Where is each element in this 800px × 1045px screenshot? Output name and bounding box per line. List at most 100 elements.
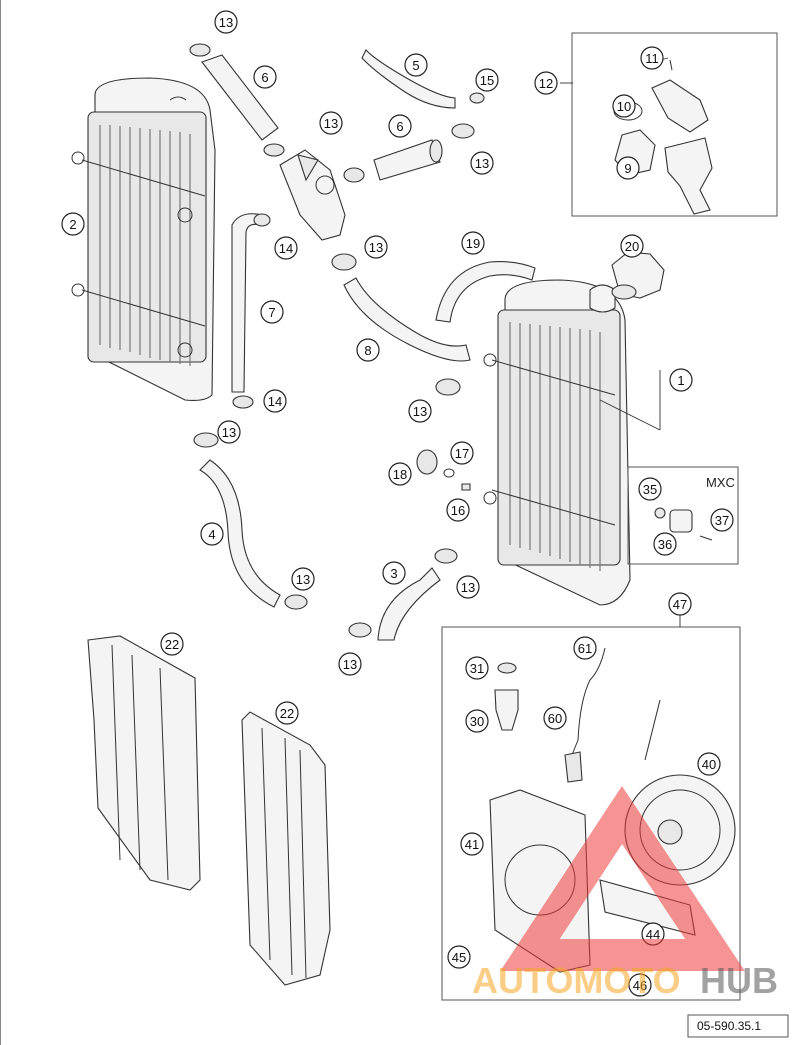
callout-7: 7 (260, 300, 284, 324)
callout-circle (291, 567, 315, 591)
callout-number: 11 (645, 51, 659, 66)
callout-circle (470, 151, 494, 175)
callout-13: 13 (319, 111, 343, 135)
callout-circle (653, 532, 677, 556)
callout-number: 6 (261, 70, 268, 85)
callout-circle (214, 10, 238, 34)
pump-housing (279, 149, 346, 241)
callout-circle (450, 441, 474, 465)
callout-circle (61, 212, 85, 236)
callout-circle (275, 701, 299, 725)
callout-circle (475, 68, 499, 92)
callout-number: 2 (69, 217, 76, 232)
callout-37: 37 (710, 508, 734, 532)
watermark-text-part2: HUB (700, 960, 778, 1001)
callout-circle (668, 592, 692, 616)
callout-number: 14 (279, 241, 293, 256)
callout-number: 12 (539, 76, 553, 91)
callout-13: 13 (470, 151, 494, 175)
callout-10: 10 (612, 94, 636, 118)
thermostat-kit-box (571, 32, 778, 217)
callout-number: 47 (673, 597, 687, 612)
callout-number: 13 (475, 156, 489, 171)
callout-number: 13 (219, 15, 233, 30)
callout-circle (638, 477, 662, 501)
callout-47: 47 (668, 592, 692, 616)
callout-8: 8 (356, 338, 380, 362)
callout-13: 13 (408, 399, 432, 423)
callout-number: 3 (390, 566, 397, 581)
callout-9: 9 (616, 156, 640, 180)
callout-circle (274, 236, 298, 260)
callout-number: 13 (222, 425, 236, 440)
callout-number: 13 (461, 580, 475, 595)
callout-circle (404, 53, 428, 77)
callout-number: 9 (624, 161, 631, 176)
callout-circle (461, 231, 485, 255)
radiator-left (71, 77, 216, 401)
callout-number: 16 (451, 503, 465, 518)
callout-number: 40 (702, 757, 716, 772)
callout-number: 6 (396, 119, 403, 134)
callout-circle (382, 561, 406, 585)
callout-12: 12 (534, 71, 558, 95)
callout-circle (534, 71, 558, 95)
callout-number: 17 (455, 446, 469, 461)
callout-13: 13 (291, 567, 315, 591)
callout-17: 17 (450, 441, 474, 465)
callout-1: 1 (669, 368, 693, 392)
callout-number: 18 (393, 467, 407, 482)
watermark: AUTOMOTO HUB (472, 785, 778, 1001)
callout-circle (616, 156, 640, 180)
callout-number: 41 (465, 837, 479, 852)
callout-number: 14 (268, 394, 282, 409)
callout-circle (388, 114, 412, 138)
callout-number: 19 (466, 236, 480, 251)
callout-number: 45 (452, 950, 466, 965)
callout-61: 61 (573, 636, 597, 660)
callout-circle (640, 46, 664, 70)
callout-60: 60 (543, 706, 567, 730)
callout-number: 44 (646, 927, 660, 942)
callout-circle (465, 709, 489, 733)
callout-2: 2 (61, 212, 85, 236)
callout-circle (543, 706, 567, 730)
callout-number: 15 (480, 73, 494, 88)
callout-number: 10 (617, 99, 631, 114)
radiator-cap (611, 251, 665, 300)
callout-number: 7 (268, 305, 275, 320)
callout-36: 36 (653, 532, 677, 556)
radiator-right (483, 279, 631, 606)
callout-circle (710, 508, 734, 532)
callout-circle (628, 973, 652, 997)
callout-13: 13 (364, 235, 388, 259)
callout-35: 35 (638, 477, 662, 501)
callout-11: 11 (640, 46, 664, 70)
callout-circle (253, 65, 277, 89)
callout-circle (319, 111, 343, 135)
callout-number: 4 (208, 527, 215, 542)
callout-31: 31 (465, 656, 489, 680)
callout-circle (446, 498, 470, 522)
callout-number: 60 (548, 711, 562, 726)
callout-4: 4 (200, 522, 224, 546)
callout-circle (364, 235, 388, 259)
callout-3: 3 (382, 561, 406, 585)
callout-22: 22 (275, 701, 299, 725)
callout-number: 35 (643, 482, 657, 497)
callout-circle (697, 752, 721, 776)
callout-circle (612, 94, 636, 118)
mxc-label: MXC (706, 475, 735, 490)
callout-number: 5 (412, 58, 419, 73)
callout-13: 13 (456, 575, 480, 599)
callout-circle (620, 234, 644, 258)
callout-number: 13 (296, 572, 310, 587)
callout-circle (200, 522, 224, 546)
callout-circle (356, 338, 380, 362)
callout-22: 22 (160, 632, 184, 656)
callout-number: 46 (633, 978, 647, 993)
callout-number: 36 (658, 537, 672, 552)
radiator-spoilers (87, 635, 331, 986)
callout-40: 40 (697, 752, 721, 776)
